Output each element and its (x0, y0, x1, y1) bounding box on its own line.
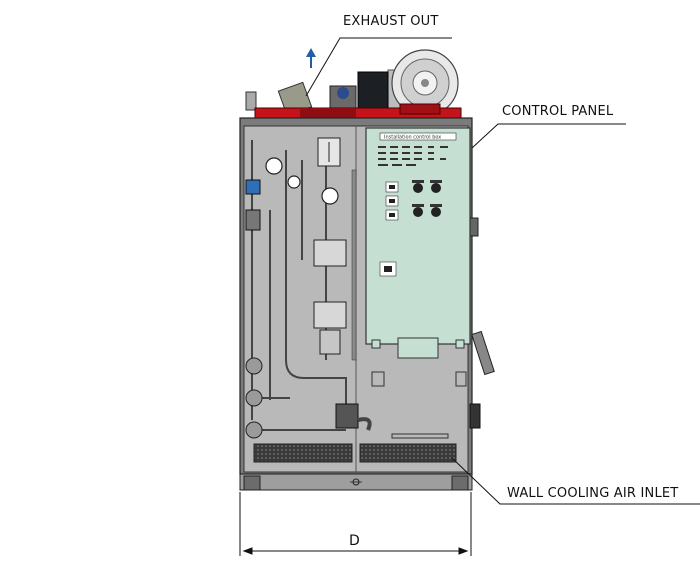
control-panel-box: Installation control box (365, 127, 471, 359)
side-handle (471, 330, 495, 376)
valves (245, 179, 372, 439)
exhaust-arrow-icon (306, 48, 316, 68)
leader-lines (305, 37, 700, 505)
wall-cooling-air-inlet-label: WALL COOLING AIR INLET (507, 486, 679, 501)
top-motor-box (357, 71, 389, 111)
gauges (265, 137, 341, 205)
air-inlet-grille-left (253, 443, 353, 463)
pressure-regulators (313, 169, 357, 361)
panel-header-text: Installation control box (384, 135, 441, 141)
air-inlet-grille-right (359, 443, 457, 463)
exhaust-out-label: EXHAUST OUT (343, 14, 439, 29)
dimension-d (239, 492, 472, 556)
panel-switches (379, 180, 442, 277)
control-panel-label: CONTROL PANEL (502, 104, 614, 119)
dimension-d-label: D (349, 533, 360, 549)
